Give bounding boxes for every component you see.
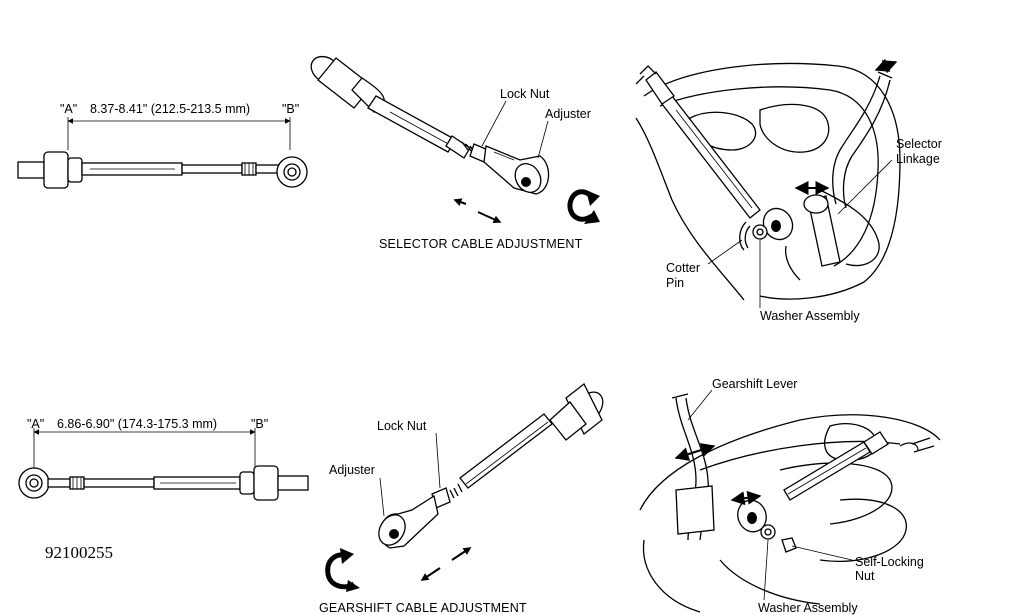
gearshift-washer-assembly-label: Washer Assembly bbox=[758, 601, 858, 615]
selector-adjuster-drawing bbox=[310, 55, 550, 195]
selector-dimension-label: 8.37-8.41" (212.5-213.5 mm) bbox=[90, 102, 250, 116]
selector-rod-end-a-label: "A" bbox=[60, 102, 77, 116]
cotter-pin-label-line2: Pin bbox=[666, 276, 684, 290]
gearshift-adjuster-drawing bbox=[378, 383, 604, 549]
gearshift-caption: GEARSHIFT CABLE ADJUSTMENT bbox=[319, 601, 527, 615]
cotter-pin-label-line1: Cotter bbox=[666, 261, 700, 275]
selector-lock-nut-label: Lock Nut bbox=[500, 87, 550, 101]
self-locking-nut-label-line1: Self-Locking bbox=[855, 555, 924, 569]
selector-rod-end-b-label: "B" bbox=[282, 102, 299, 116]
selector-adjuster-label: Adjuster bbox=[545, 107, 591, 121]
selector-linkage-label-line2: Linkage bbox=[896, 152, 940, 166]
selector-console-drawing bbox=[635, 58, 901, 301]
selector-cable-length-view: "A" 8.37-8.41" (212.5-213.5 mm) "B" bbox=[17, 102, 308, 189]
gearshift-dimension-label: 6.86-6.90" (174.3-175.3 mm) bbox=[57, 417, 217, 431]
selector-caption: SELECTOR CABLE ADJUSTMENT bbox=[379, 237, 583, 251]
selector-linkage-label-line1: Selector bbox=[896, 137, 942, 151]
selector-cable-adjustment-view: Lock Nut Adjuster SELECTOR CABLE ADJUSTM… bbox=[310, 55, 600, 251]
gearshift-lock-nut-label: Lock Nut bbox=[377, 419, 427, 433]
gearshift-cable-drawing bbox=[18, 465, 309, 501]
gearshift-rod-end-a-label: "A" bbox=[27, 417, 44, 431]
gearshift-lever-installed-view: Gearshift Lever Self-Locking Nut Washer … bbox=[639, 377, 941, 615]
selector-washer-assembly-label: Washer Assembly bbox=[760, 309, 860, 323]
gearshift-rod-end-b-label: "B" bbox=[251, 417, 268, 431]
gearshift-console-drawing bbox=[639, 393, 941, 613]
gearshift-lever-label: Gearshift Lever bbox=[712, 377, 797, 391]
gearshift-cable-adjustment-view: Lock Nut Adjuster GEARSHIFT CABLE ADJUST… bbox=[319, 383, 604, 615]
gearshift-cable-length-view: "A" 6.86-6.90" (174.3-175.3 mm) "B" bbox=[18, 417, 309, 501]
self-locking-nut-label-line2: Nut bbox=[855, 569, 875, 583]
figure-code: 92100255 bbox=[45, 543, 113, 562]
selector-cable-drawing bbox=[17, 151, 308, 189]
gearshift-adjuster-label: Adjuster bbox=[329, 463, 375, 477]
selector-linkage-installed-view: Selector Linkage Cotter Pin Washer Assem… bbox=[635, 58, 942, 323]
